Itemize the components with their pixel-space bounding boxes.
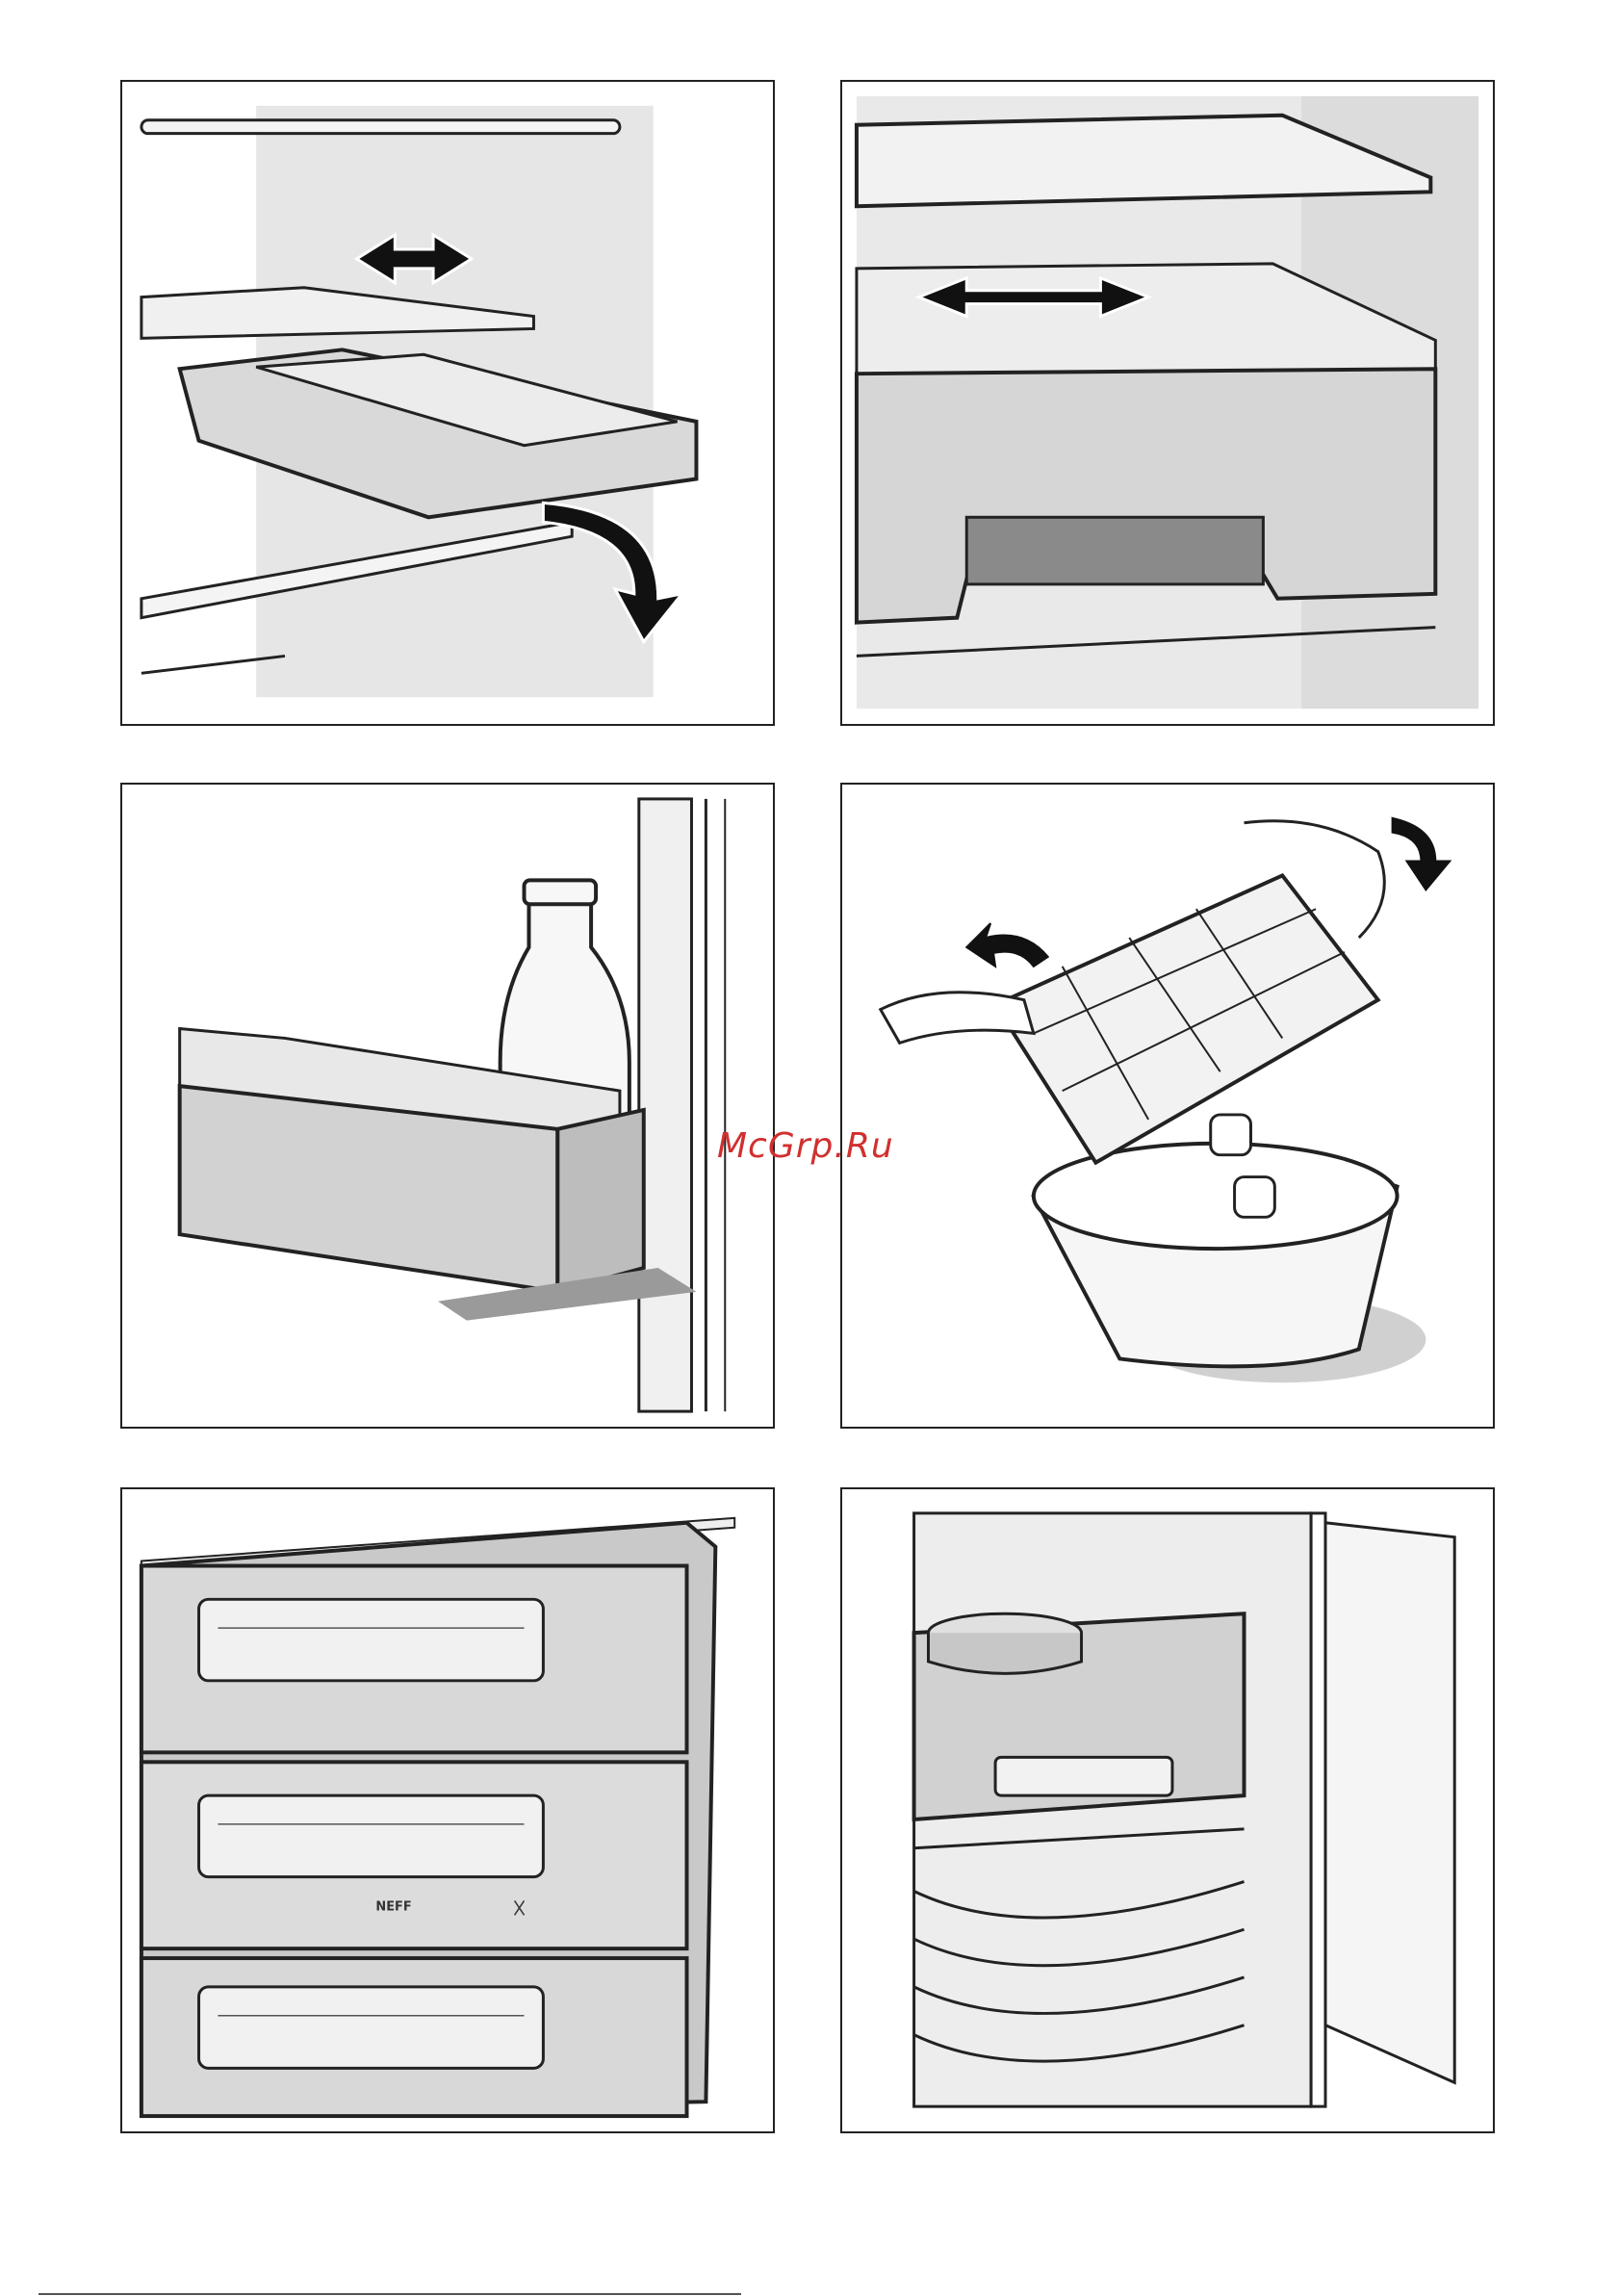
shelf-drawer-drawing xyxy=(122,82,773,724)
brand-logo: NEFF xyxy=(375,1899,411,1914)
curved-arrow-left-icon xyxy=(966,923,1047,967)
illustration-ice-tray xyxy=(840,783,1495,1429)
freezer-drawers-drawing: NEFF xyxy=(122,1489,773,2131)
illustration-door-rack-bottle xyxy=(120,783,775,1429)
freezer-open-drawing xyxy=(842,1489,1493,2131)
pot-icon xyxy=(928,1613,1081,1673)
illustration-freezer-drawers: NEFF xyxy=(120,1487,775,2133)
curved-arrow-down-icon xyxy=(1393,818,1451,890)
illustration-freezer-open xyxy=(840,1487,1495,2133)
fresh-drawer-drawing xyxy=(842,82,1493,724)
footer-rule xyxy=(39,2293,741,2295)
illustration-fresh-drawer xyxy=(840,80,1495,726)
door-rack-drawing xyxy=(122,785,773,1427)
illustration-shelf-drawer xyxy=(120,80,775,726)
ice-tray-drawing xyxy=(842,785,1493,1427)
watermark-text: McGrp.Ru xyxy=(717,1126,894,1166)
